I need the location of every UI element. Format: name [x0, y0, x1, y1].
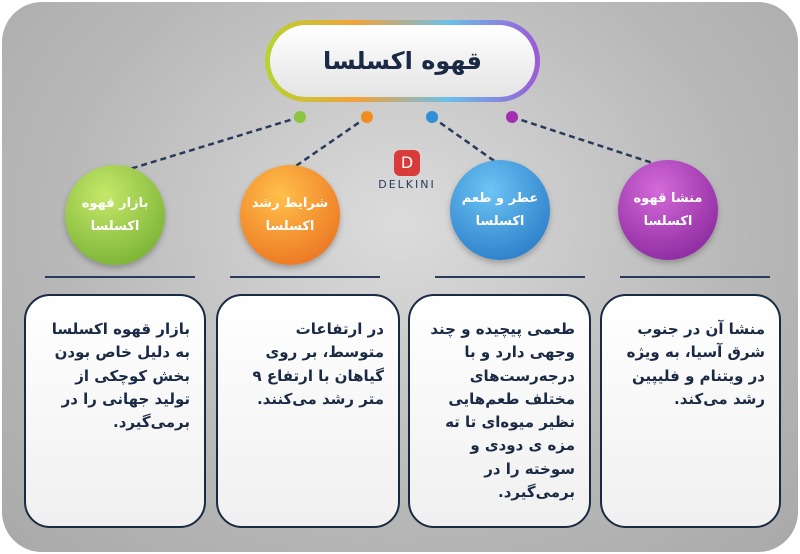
connector-1 — [119, 115, 301, 174]
topic-circle-flavor: عطر و طعم اکسلسا — [450, 160, 550, 260]
circle-label: شرایط رشد — [251, 195, 329, 211]
topic-circle-growth: شرایط رشد اکسلسا — [240, 165, 340, 265]
topic-circle-origin: منشا قهوه اکسلسا — [618, 160, 718, 260]
circle-label: عطر و طعم — [461, 190, 539, 206]
dot-orange — [361, 111, 373, 123]
dot-purple — [506, 111, 518, 123]
title-pill: قهوه اکسلسا — [265, 20, 540, 102]
text-box-growth: در ارتفاعات متوسط، بر روی گیاهان با ارتف… — [216, 294, 400, 528]
connector-3 — [431, 115, 501, 167]
logo: D DELKINI — [372, 150, 442, 191]
connector-4 — [511, 115, 669, 170]
dot-blue — [426, 111, 438, 123]
circle-label: اکسلسا — [643, 214, 693, 229]
divider — [230, 276, 380, 278]
circle-label: منشا قهوه — [633, 190, 703, 206]
dot-green — [294, 111, 306, 123]
circle-label: اکسلسا — [475, 214, 525, 229]
circle-label: اکسلسا — [265, 219, 315, 234]
logo-icon: D — [394, 150, 420, 176]
divider — [620, 276, 770, 278]
circle-label: بازار قهوه — [81, 195, 149, 211]
circle-label: اکسلسا — [90, 219, 140, 234]
divider — [45, 276, 195, 278]
page-title: قهوه اکسلسا — [270, 25, 535, 97]
text-box-flavor: طعمی پیچیده و چند وجهی دارد و با درجه‌رس… — [408, 294, 591, 528]
text-box-market: بازار قهوه اکسلسا به دلیل خاص بودن بخش ک… — [24, 294, 206, 528]
logo-text: DELKINI — [378, 178, 436, 191]
connector-2 — [289, 115, 368, 172]
topic-circle-market: بازار قهوه اکسلسا — [65, 165, 165, 265]
divider — [435, 276, 585, 278]
text-box-origin: منشا آن در جنوب شرق آسیا، به ویژه در ویت… — [600, 294, 781, 528]
